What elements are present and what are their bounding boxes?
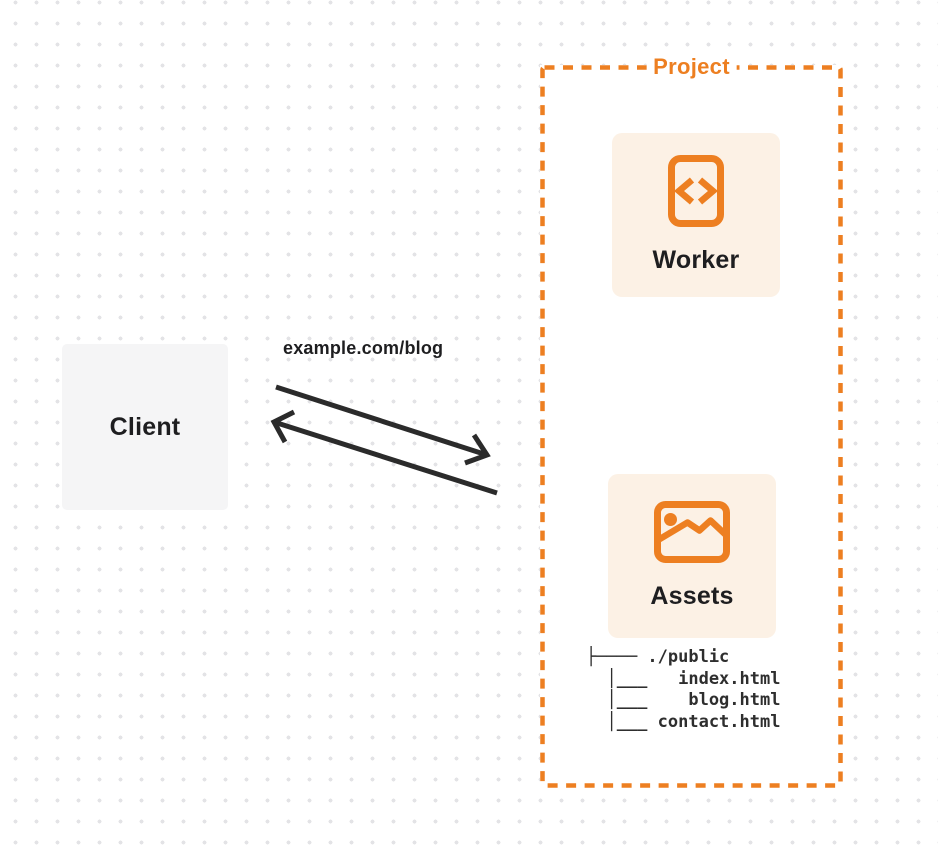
project-title: Project — [646, 54, 737, 80]
response-arrow-shaft — [273, 419, 498, 496]
project-boundary: Project Worker Assets ├──── ./public │__… — [540, 54, 843, 788]
client-label: Client — [109, 412, 181, 441]
image-icon — [654, 501, 730, 563]
request-arrowhead-icon — [464, 433, 491, 466]
tree-line-contact-html: │___ contact.html — [586, 711, 781, 732]
tree-line-index-html: │___ index.html — [586, 668, 781, 689]
project-dashed-border — [540, 65, 843, 788]
assets-file-tree: ├──── ./public │___ index.html │___ blog… — [586, 647, 780, 733]
tree-line-public-dir: ├──── ./public — [586, 647, 730, 667]
worker-card: Worker — [612, 133, 780, 297]
tree-line-blog-html: │___ blog.html — [586, 690, 781, 710]
assets-label: Assets — [650, 582, 734, 610]
request-url-label: example.com/blog — [283, 338, 444, 358]
client-node: Client — [62, 344, 228, 510]
code-file-icon — [668, 155, 724, 227]
worker-label: Worker — [652, 246, 740, 274]
assets-card: Assets — [608, 474, 776, 638]
request-arrow-shaft — [275, 384, 488, 458]
response-arrowhead-icon — [270, 409, 296, 444]
